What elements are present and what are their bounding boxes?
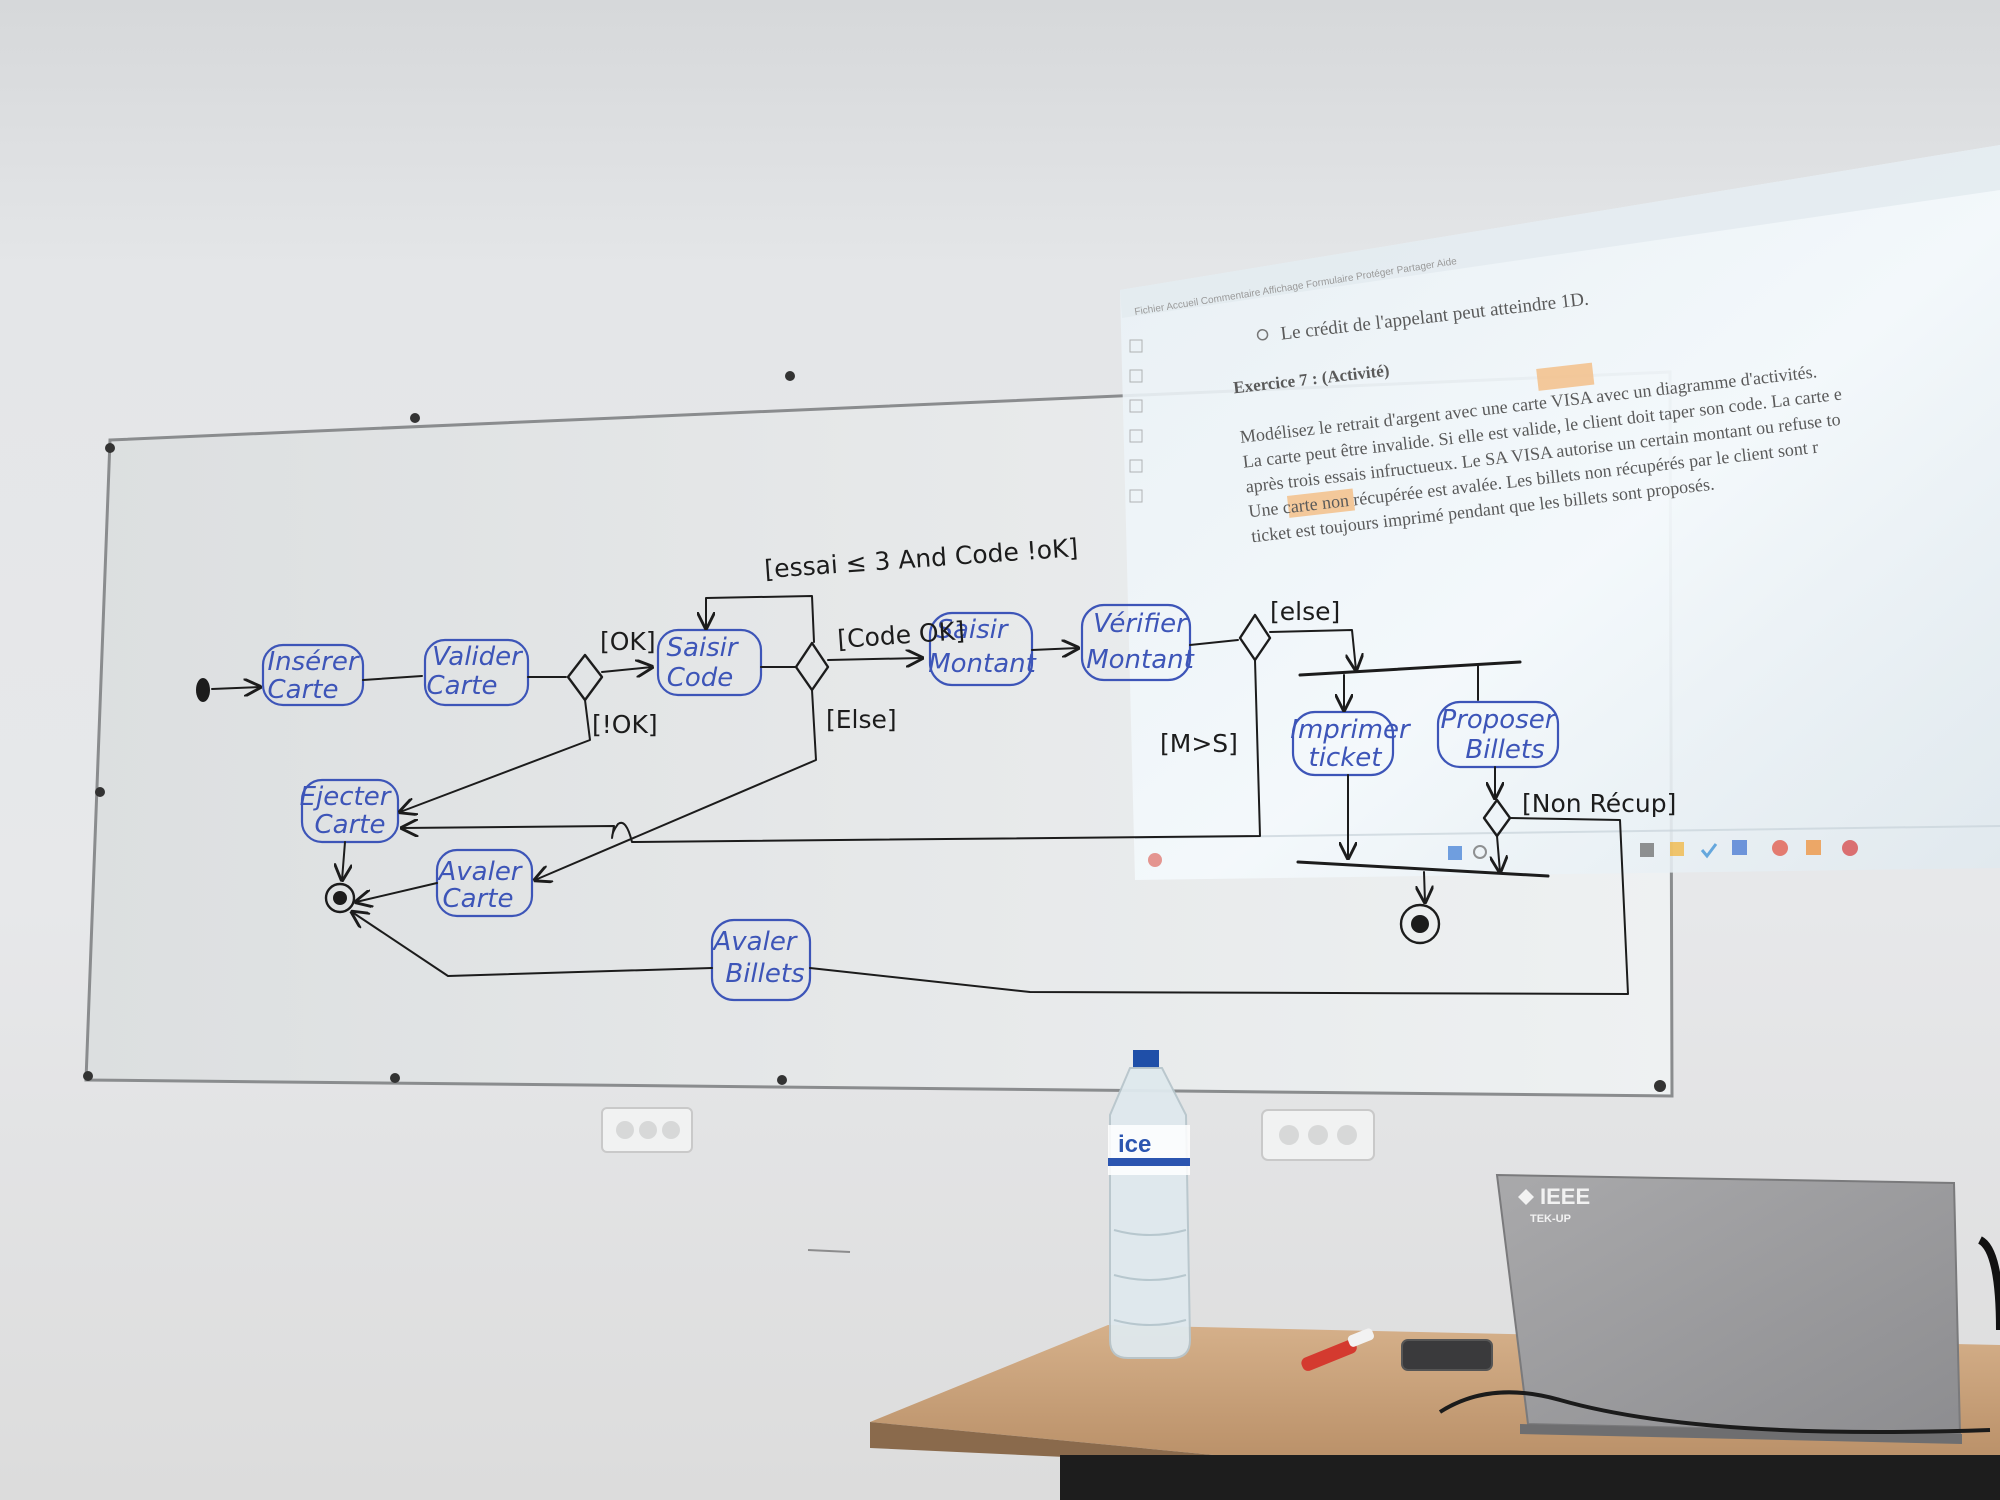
label-verifier-montant-2: Montant <box>1086 645 1194 675</box>
label-verifier-montant-1: Vérifier <box>1093 609 1189 639</box>
guard-m-gt-s: [M>S] <box>1160 729 1238 758</box>
label-imprimer-ticket-2: ticket <box>1309 743 1383 773</box>
laptop-ieee-label: IEEE <box>1540 1184 1590 1209</box>
node-valider-carte <box>423 638 530 707</box>
bottle-brand-label: ice <box>1118 1131 1151 1158</box>
label-avaler-carte-1: Avaler <box>436 857 523 887</box>
control-flows <box>211 595 1629 995</box>
node-avaler-billets <box>710 918 812 1002</box>
label-ejecter-carte-1: Ejecter <box>300 782 393 812</box>
label-ejecter-carte-2: Carte <box>315 810 386 840</box>
guard-non-recup: [Non Récup] <box>1522 789 1676 818</box>
label-valider-carte-2: Carte <box>427 671 498 701</box>
label-saisir-montant-2: Montant <box>928 649 1036 679</box>
ieee-diamond-icon <box>1518 1189 1534 1205</box>
highlight-toujours <box>1286 488 1356 518</box>
laptop: IEEE TEK-UP <box>1438 1173 2000 1444</box>
guard-not-ok: [!OK] <box>592 710 658 739</box>
label-saisir-montant-1: Saisir <box>936 615 1009 645</box>
label-proposer-billets-1: Proposer <box>1441 705 1558 735</box>
node-inserer-carte <box>261 643 365 707</box>
label-valider-carte-1: Valider <box>432 642 524 672</box>
initial-node <box>196 678 210 702</box>
label-avaler-carte-2: Carte <box>443 884 514 914</box>
node-verifier-montant <box>1080 603 1192 682</box>
wall-outlet-right <box>1261 1109 1375 1161</box>
label-inserer-carte-1: Insérer <box>267 647 360 677</box>
final-node-fin <box>1399 903 1441 945</box>
guard-ok: [OK] <box>600 627 656 656</box>
label-proposer-billets-2: Billets <box>1465 735 1544 765</box>
fork-bar <box>1298 660 1522 677</box>
smartphone <box>1401 1339 1493 1371</box>
guard-else-code: [Else] <box>826 705 897 734</box>
label-imprimer-ticket-1: Imprimer <box>1290 715 1412 745</box>
laptop-tekup-label: TEK-UP <box>1530 1213 1571 1225</box>
label-avaler-billets-2: Billets <box>725 959 804 989</box>
node-proposer-billets <box>1436 700 1560 769</box>
label-saisir-code-2: Code <box>667 663 734 693</box>
projected-document: Fichier Accueil Commentaire Affichage Fo… <box>1120 145 2000 880</box>
activity-diagram: Insérer Carte Valider Carte Saisir Code … <box>196 533 1676 1002</box>
label-inserer-carte-2: Carte <box>268 675 339 705</box>
guard-else-montant: [else] <box>1270 597 1340 626</box>
label-saisir-code-1: Saisir <box>666 633 739 663</box>
whiteboard-marker <box>1301 1328 1375 1371</box>
water-bottle: ice <box>1108 1050 1192 1359</box>
laptop-cable <box>1438 1390 1991 1434</box>
label-avaler-billets-1: Avaler <box>711 927 798 957</box>
node-saisir-code <box>656 628 763 697</box>
highlight-valide <box>1536 362 1595 391</box>
node-imprimer-ticket <box>1291 710 1395 777</box>
projected-taskbar <box>1134 825 2000 867</box>
wall-outlet-left <box>601 1107 693 1153</box>
